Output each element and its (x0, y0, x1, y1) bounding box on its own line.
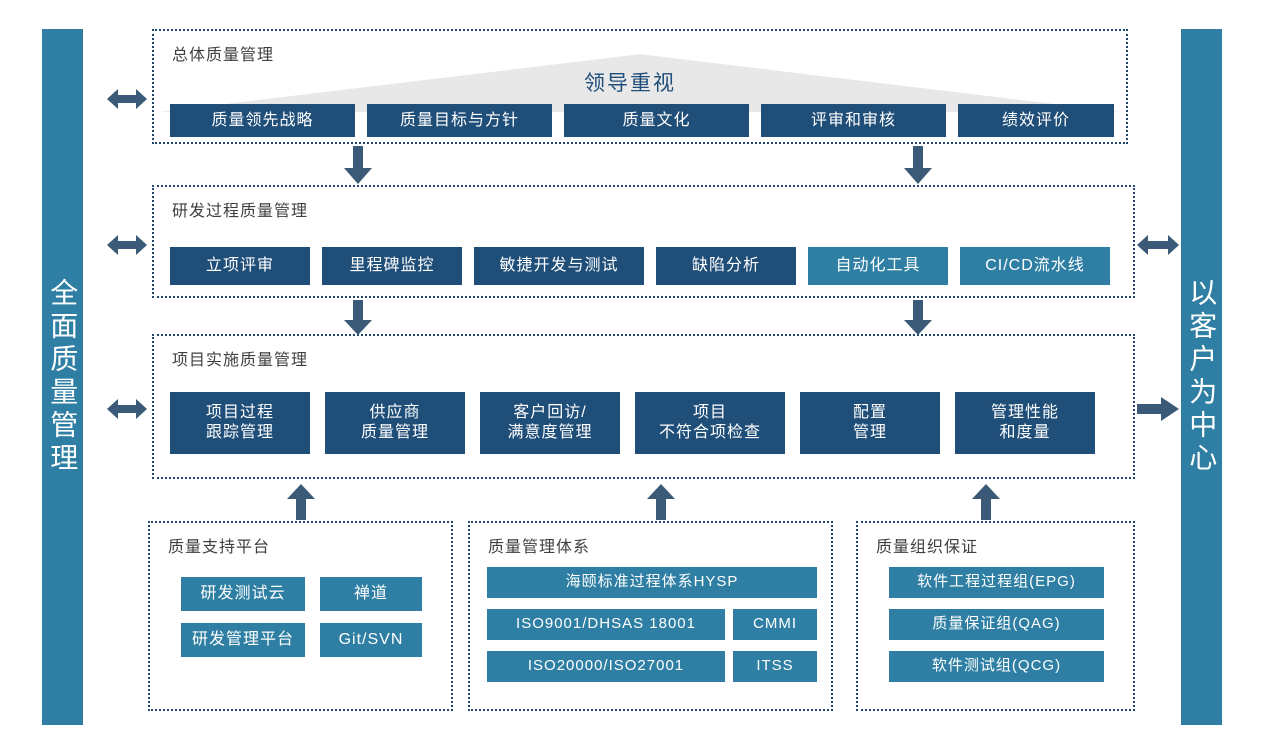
panel-quality-organization-assurance: 质量组织保证 软件工程过程组(EPG) 质量保证组(QAG) 软件测试组(QCG… (856, 521, 1135, 711)
section-overall-quality-management: 总体质量管理 领导重视 质量领先战略 质量目标与方针 质量文化 评审和审核 绩效… (152, 29, 1128, 144)
section-1-label: 总体质量管理 (172, 47, 275, 64)
chip-rd-management-platform[interactable]: 研发管理平台 (181, 623, 305, 657)
flow-down-2-arrow-icon (903, 146, 933, 184)
leadership-triangle-shape (157, 54, 1123, 113)
chip-itss[interactable]: ITSS (733, 651, 817, 682)
chip-performance-evaluation[interactable]: 绩效评价 (958, 104, 1114, 137)
chip-defect-analysis[interactable]: 缺陷分析 (656, 247, 796, 285)
panel-1-label: 质量支持平台 (168, 539, 271, 556)
chip-quality-goals-policy[interactable]: 质量目标与方针 (367, 104, 552, 137)
chip-milestone-monitoring[interactable]: 里程碑监控 (322, 247, 462, 285)
section-rd-process-quality-management: 研发过程质量管理 立项评审 里程碑监控 敏捷开发与测试 缺陷分析 自动化工具 C… (152, 185, 1135, 298)
right-connector-middle-arrow-icon (1137, 232, 1179, 258)
chip-supplier-quality-management[interactable]: 供应商 质量管理 (325, 392, 465, 454)
flow-up-3-arrow-icon (971, 484, 1001, 520)
chip-quality-leading-strategy[interactable]: 质量领先战略 (170, 104, 355, 137)
chip-cicd-pipeline[interactable]: CI/CD流水线 (960, 247, 1110, 285)
panel-quality-support-platform: 质量支持平台 研发测试云 禅道 研发管理平台 Git/SVN (148, 521, 453, 711)
chip-project-process-tracking[interactable]: 项目过程 跟踪管理 (170, 392, 310, 454)
pillar-left-label: 全面质量管理 (47, 278, 79, 476)
chip-automation-tools[interactable]: 自动化工具 (808, 247, 948, 285)
left-connector-bottom-arrow-icon (107, 396, 147, 422)
flow-down-3-arrow-icon (343, 300, 373, 335)
pillar-customer-centric: 以客户为中心 (1181, 29, 1222, 725)
leadership-emphasis-label: 领导重视 (584, 72, 676, 95)
left-connector-top-arrow-icon (107, 86, 147, 112)
chip-cmmi[interactable]: CMMI (733, 609, 817, 640)
section-2-label: 研发过程质量管理 (172, 203, 309, 220)
panel-quality-management-system: 质量管理体系 海颐标准过程体系HYSP ISO9001/DHSAS 18001 … (468, 521, 833, 711)
pillar-right-label: 以客户为中心 (1186, 278, 1218, 476)
chip-project-nonconformity-check[interactable]: 项目 不符合项检查 (635, 392, 785, 454)
chip-qag-group[interactable]: 质量保证组(QAG) (889, 609, 1104, 640)
section-project-implementation-quality-management: 项目实施质量管理 项目过程 跟踪管理 供应商 质量管理 客户回访/ 满意度管理 … (152, 334, 1135, 479)
chip-qcg-group[interactable]: 软件测试组(QCG) (889, 651, 1104, 682)
pillar-total-quality-management: 全面质量管理 (42, 29, 83, 725)
chip-agile-dev-and-test[interactable]: 敏捷开发与测试 (474, 247, 644, 285)
chip-rd-test-cloud[interactable]: 研发测试云 (181, 577, 305, 611)
flow-down-1-arrow-icon (343, 146, 373, 184)
chip-iso9001-dhsas18001[interactable]: ISO9001/DHSAS 18001 (487, 609, 725, 640)
chip-customer-visit-satisfaction[interactable]: 客户回访/ 满意度管理 (480, 392, 620, 454)
flow-up-2-arrow-icon (646, 484, 676, 520)
panel-2-label: 质量管理体系 (488, 539, 591, 556)
flow-down-4-arrow-icon (903, 300, 933, 335)
chip-configuration-management[interactable]: 配置 管理 (800, 392, 940, 454)
chip-git-svn[interactable]: Git/SVN (320, 623, 422, 657)
panel-3-label: 质量组织保证 (876, 539, 979, 556)
chip-hysp-standard-process[interactable]: 海颐标准过程体系HYSP (487, 567, 817, 598)
chip-epg-group[interactable]: 软件工程过程组(EPG) (889, 567, 1104, 598)
left-connector-middle-arrow-icon (107, 232, 147, 258)
chip-zentao[interactable]: 禅道 (320, 577, 422, 611)
chip-project-initiation-review[interactable]: 立项评审 (170, 247, 310, 285)
chip-management-performance-metrics[interactable]: 管理性能 和度量 (955, 392, 1095, 454)
right-connector-bottom-arrow-icon (1137, 396, 1179, 422)
chip-iso20000-iso27001[interactable]: ISO20000/ISO27001 (487, 651, 725, 682)
flow-up-1-arrow-icon (286, 484, 316, 520)
chip-quality-culture[interactable]: 质量文化 (564, 104, 749, 137)
section-3-label: 项目实施质量管理 (172, 352, 309, 369)
chip-review-and-audit[interactable]: 评审和审核 (761, 104, 946, 137)
